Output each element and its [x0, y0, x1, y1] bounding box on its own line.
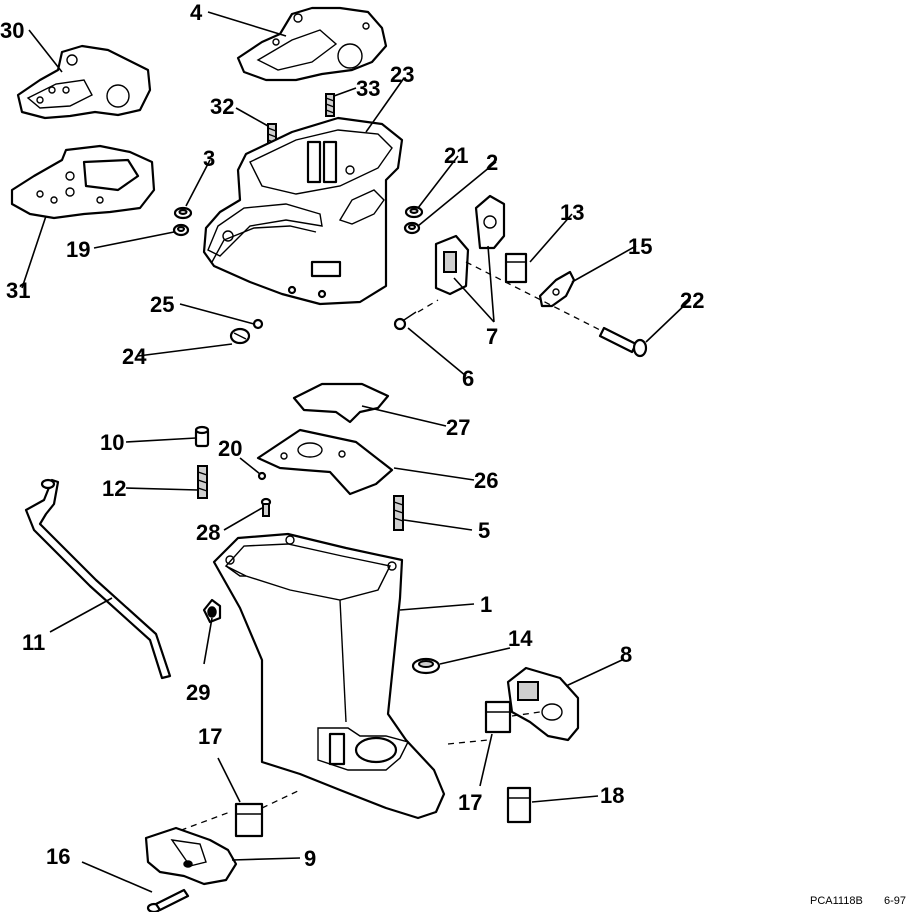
part-12-stud [197, 465, 208, 499]
callout-17b: 17 [458, 790, 482, 815]
assembly-line-screw-6 [417, 299, 439, 313]
callout-31: 31 [6, 278, 30, 303]
callout-16: 16 [46, 844, 70, 869]
part-19-washer [172, 223, 190, 237]
callout-29: 29 [186, 680, 210, 705]
part-24-plug [229, 327, 251, 345]
part-25-seal [252, 318, 264, 330]
part-18-block [506, 786, 532, 824]
callout-30: 30 [0, 18, 24, 43]
part-13-block [504, 252, 528, 284]
part-9-clamp [144, 826, 238, 886]
assembly-line-bolt-22 [465, 261, 601, 331]
part-4-gasket [236, 6, 388, 82]
callout-32: 32 [210, 94, 234, 119]
part-11-water-tube [24, 478, 172, 680]
part-17-block-left [234, 802, 264, 838]
reference-date: 6-97 [884, 895, 906, 907]
callout-3: 3 [203, 146, 215, 171]
callout-2: 2 [486, 150, 498, 175]
callout-12: 12 [102, 476, 126, 501]
part-14-plug [411, 657, 441, 675]
part-7-bracket-left [434, 234, 470, 296]
part-26-adapter-plate [256, 428, 394, 496]
callout-10: 10 [100, 430, 124, 455]
callout-6: 6 [462, 366, 474, 391]
callout-8: 8 [620, 642, 632, 667]
part-3-nut [173, 206, 193, 220]
part-21-nut [404, 205, 424, 219]
part-23-upper-housing [202, 116, 404, 306]
callout-24: 24 [122, 344, 147, 369]
callout-14: 14 [508, 626, 533, 651]
part-15-clip [538, 270, 576, 308]
assembly-line-block-17-right [447, 711, 541, 745]
part-1-midsection-housing [212, 532, 446, 820]
callout-33: 33 [356, 76, 380, 101]
callout-4: 4 [190, 0, 203, 25]
callout-9: 9 [304, 846, 316, 871]
callout-28: 28 [196, 520, 220, 545]
part-17-block-right [484, 700, 512, 734]
part-29-grommet [202, 598, 222, 624]
callout-26: 26 [474, 468, 498, 493]
reference-code: PCA1118B [810, 895, 863, 907]
part-30-gasket [16, 44, 152, 120]
part-20-pin [257, 471, 267, 481]
part-2-washer [403, 221, 421, 235]
callout-19: 19 [66, 237, 90, 262]
callout-1: 1 [480, 592, 492, 617]
callout-7: 7 [486, 324, 498, 349]
callout-5: 5 [478, 518, 490, 543]
callout-15: 15 [628, 234, 652, 259]
callout-13: 13 [560, 200, 584, 225]
callout-11: 11 [22, 630, 45, 655]
part-5-stud [393, 495, 404, 531]
part-10-dowel [194, 425, 210, 448]
callout-labels: 1 2 3 4 5 6 7 8 9 10 11 12 13 14 15 16 1… [0, 0, 704, 871]
part-27-gasket [292, 382, 390, 424]
part-16-bolt [146, 888, 190, 912]
part-31-plate [10, 144, 156, 220]
callout-18: 18 [600, 783, 624, 808]
callout-23: 23 [390, 62, 414, 87]
leader-lines [21, 11, 691, 893]
part-28-screw [260, 497, 272, 517]
part-6-screw [393, 311, 417, 331]
part-7-bracket-right [474, 194, 506, 250]
part-33-spring [325, 93, 335, 117]
part-8-bracket [506, 666, 580, 742]
callout-17a: 17 [198, 724, 222, 749]
callout-20: 20 [218, 436, 242, 461]
callout-25: 25 [150, 292, 174, 317]
callout-22: 22 [680, 288, 704, 313]
callout-27: 27 [446, 415, 470, 440]
callout-21: 21 [444, 143, 468, 168]
part-22-bolt [598, 326, 648, 358]
